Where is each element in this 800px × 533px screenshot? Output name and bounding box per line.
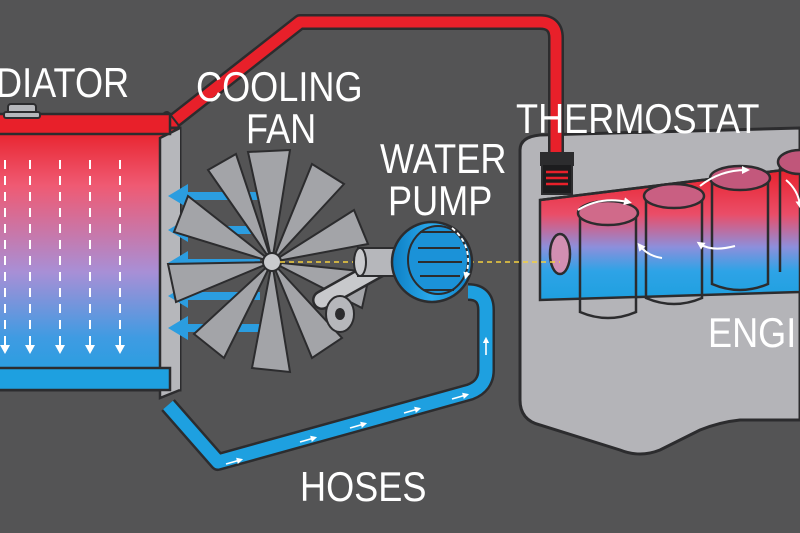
radiator-icon [0, 103, 182, 400]
thermostat-icon [540, 152, 574, 195]
water-pump-label-line2: PUMP [388, 177, 493, 224]
hoses-label: HOSES [300, 463, 427, 510]
engine-cylinders [576, 148, 800, 320]
thermostat-label: THERMOSTAT [516, 95, 760, 142]
cooling-fan-label-line2: FAN [246, 105, 317, 152]
engine-label: ENGI [708, 309, 797, 356]
cooling-fan-label-line1: COOLING [196, 63, 363, 110]
water-pump-icon [312, 220, 474, 333]
cooling-fan-icon [166, 148, 372, 374]
engine-block-icon [518, 126, 800, 456]
water-pump-label-line1: WATER [380, 135, 507, 182]
radiator-label: DIATOR [0, 59, 130, 106]
lower-hose-icon [161, 283, 495, 471]
